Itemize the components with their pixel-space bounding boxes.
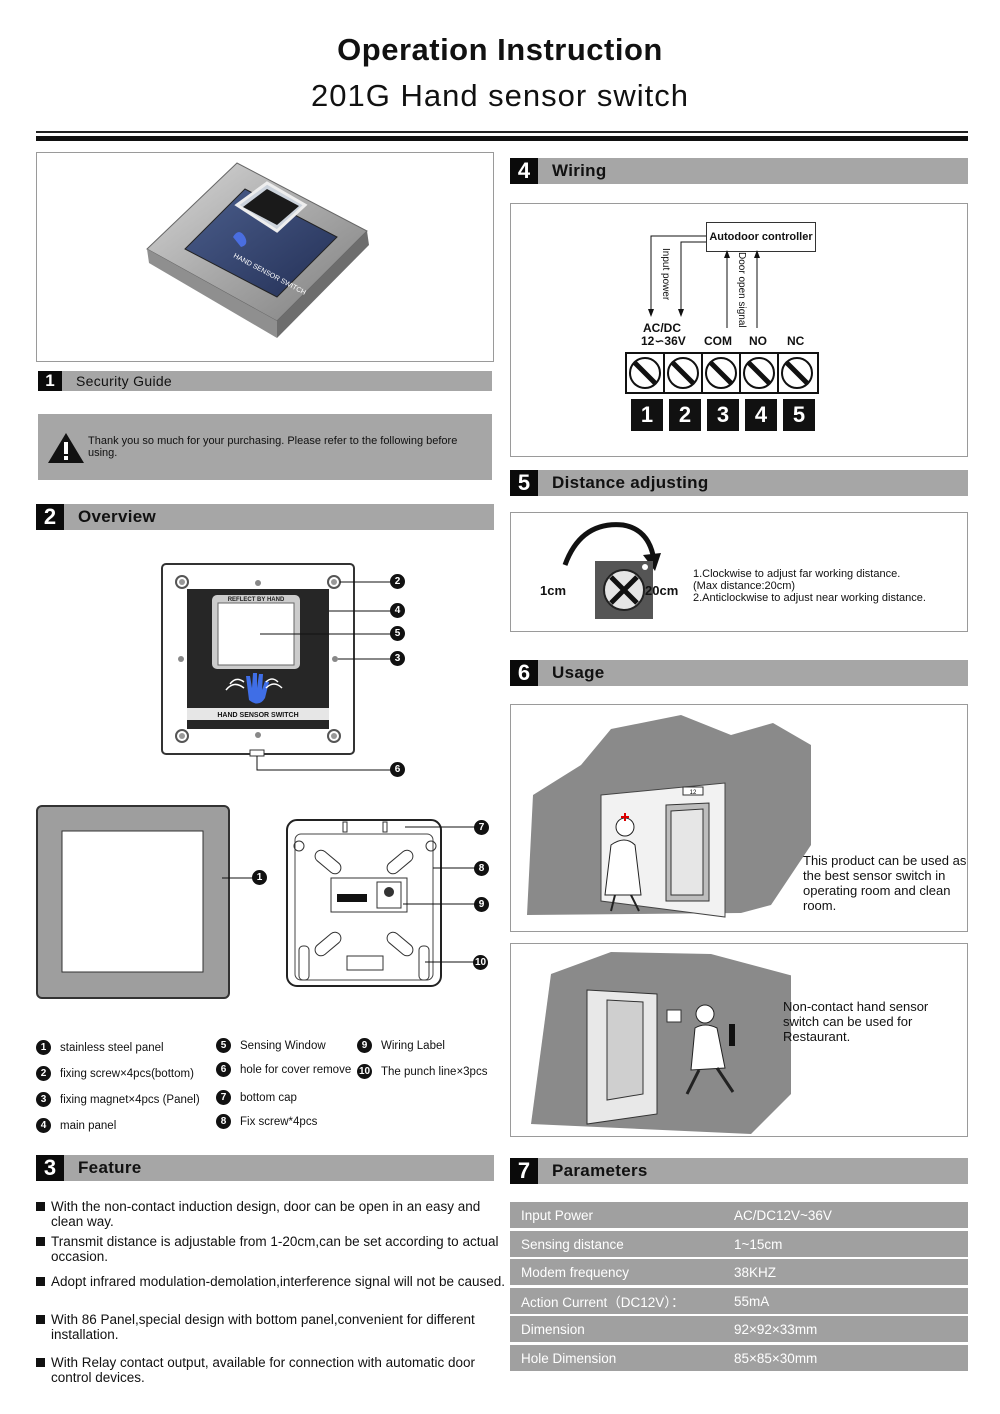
restaurant-illustration — [531, 952, 791, 1134]
door-number: 12 — [690, 790, 697, 796]
header-divider-thick — [36, 136, 968, 141]
section-security-guide-header: 1 Security Guide — [38, 371, 492, 391]
section-distance-header: 5 Distance adjusting — [510, 470, 968, 496]
adjust-knob-icon — [562, 522, 661, 619]
usage-operating-room-box: 12 This product can be used as the best … — [510, 704, 968, 932]
feature-item: With 86 Panel,special design with bottom… — [36, 1312, 506, 1342]
front-top-text: REFLECT BY HAND — [228, 597, 285, 603]
section-title: Wiring — [552, 161, 607, 180]
section-parameters-header: 7 Parameters — [510, 1158, 968, 1184]
bottom-box-diagram — [286, 819, 475, 987]
terminal-label-no: NO — [749, 334, 767, 348]
section-title: Distance adjusting — [552, 473, 709, 492]
terminal-block — [625, 352, 819, 394]
section-title: Feature — [78, 1158, 142, 1177]
feature-item: Adopt infrared modulation-demolation,int… — [36, 1274, 506, 1289]
terminal-label-nc: NC — [787, 334, 805, 348]
section-number: 5 — [510, 470, 538, 496]
section-number: 4 — [510, 158, 538, 184]
usage-text-1: This product can be used as the best sen… — [803, 853, 967, 913]
section-wiring-header: 4 Wiring — [510, 158, 968, 184]
front-bottom-text: HAND SENSOR SWITCH — [217, 712, 298, 719]
callout-4: 4 — [390, 603, 405, 618]
warning-icon — [48, 433, 84, 463]
overview-front-diagram: REFLECT BY HAND HAND SENSOR SWITCH — [161, 563, 390, 771]
autodoor-controller-box: Autodoor controller — [706, 222, 816, 252]
input-power-label: Input power — [660, 248, 671, 301]
document-title: Operation Instruction — [337, 32, 663, 67]
terminal-number-3: 3 — [707, 399, 739, 431]
feature-item: Transmit distance is adjustable from 1-2… — [36, 1234, 506, 1264]
section-number: 2 — [36, 504, 64, 530]
callout-8: 8 — [474, 861, 489, 876]
callout-2: 2 — [390, 574, 405, 589]
steel-panel-diagram — [36, 805, 256, 999]
product-photo-box: HAND SENSOR SWITCH — [36, 152, 494, 362]
terminal-label-com: COM — [704, 334, 732, 348]
feature-item: With Relay contact output, available for… — [36, 1355, 506, 1385]
header-divider-thin — [36, 131, 968, 133]
door-open-signal-label: Door open signal — [736, 252, 747, 328]
section-number: 7 — [510, 1158, 538, 1184]
product-photo: HAND SENSOR SWITCH — [146, 162, 369, 338]
callout-1: 1 — [252, 870, 267, 885]
section-number: 3 — [36, 1155, 64, 1181]
wiring-arrows — [648, 235, 760, 328]
security-notice: Thank you so much for your purchasing. P… — [38, 414, 492, 480]
parameter-row: Action Current（DC12V）：55mA — [510, 1288, 968, 1314]
callout-9: 9 — [474, 897, 489, 912]
wiring-diagram-box: Autodoor controller Input power Door ope… — [510, 203, 968, 457]
section-title: Usage — [552, 663, 605, 682]
section-number: 1 — [38, 371, 62, 391]
security-text: Thank you so much for your purchasing. P… — [88, 435, 458, 459]
terminal-label-acdc: AC/DC — [643, 321, 681, 335]
section-title: Overview — [78, 507, 157, 526]
terminal-label-voltage: 12∽36V — [641, 334, 686, 348]
callout-5: 5 — [390, 626, 405, 641]
callout-3: 3 — [390, 651, 405, 666]
document-subtitle: 201G Hand sensor switch — [311, 78, 689, 113]
callout-10: 10 — [473, 955, 488, 970]
section-overview-header: 2 Overview — [36, 504, 494, 530]
section-usage-header: 6 Usage — [510, 660, 968, 686]
feature-item: With the non-contact induction design, d… — [36, 1199, 506, 1229]
usage-text-2: Non-contact hand sensor switch can be us… — [783, 999, 929, 1044]
callout-7: 7 — [474, 820, 489, 835]
section-title: Security Guide — [76, 373, 173, 389]
distance-adjust-box: 1cm 20cm 1.Clockwise to adjust far worki… — [510, 512, 968, 632]
distance-instructions: 1.Clockwise to adjust far working distan… — [693, 568, 926, 604]
terminal-number-2: 2 — [669, 399, 701, 431]
section-number: 6 — [510, 660, 538, 686]
terminal-number-1: 1 — [631, 399, 663, 431]
terminal-number-5: 5 — [783, 399, 815, 431]
section-feature-header: 3 Feature — [36, 1155, 494, 1181]
callout-6: 6 — [390, 762, 405, 777]
distance-min-label: 1cm — [540, 583, 567, 598]
section-title: Parameters — [552, 1161, 648, 1180]
terminal-number-4: 4 — [745, 399, 777, 431]
usage-restaurant-box: Non-contact hand sensor switch can be us… — [510, 943, 968, 1137]
distance-max-label: 20cm — [645, 583, 679, 598]
operating-room-illustration: 12 — [527, 715, 811, 918]
